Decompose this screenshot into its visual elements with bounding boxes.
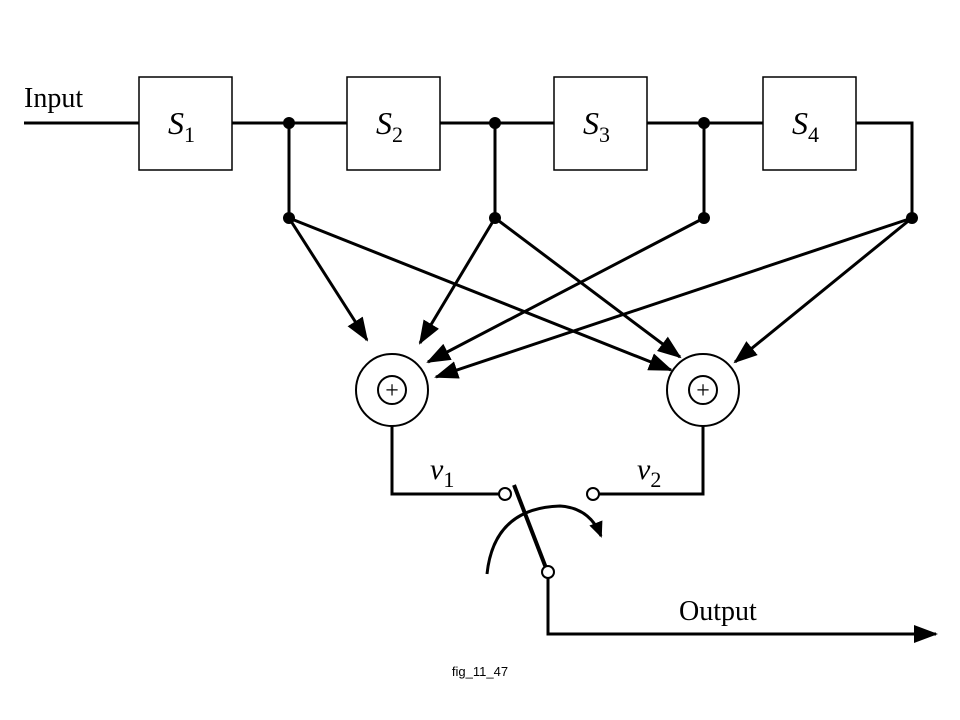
svg-text:S2: S2	[376, 105, 403, 147]
adder-symbol: +	[696, 378, 710, 404]
tap-arrows	[287, 216, 913, 379]
figure-caption: fig_11_47	[452, 664, 508, 679]
stage-s1: S1	[138, 76, 233, 171]
v1-label: v1	[430, 453, 454, 492]
commutator-switch	[485, 484, 603, 579]
stage-s4: S4	[762, 76, 857, 171]
stage-s2: S2	[346, 76, 441, 171]
stage-letter: S	[792, 105, 808, 141]
stage-s3: S3	[553, 76, 648, 171]
adder-symbol: +	[385, 378, 399, 404]
stage-letter: S	[583, 105, 599, 141]
input-label: Input	[24, 83, 83, 114]
adder-1: +	[355, 353, 429, 427]
v2-label: v2	[637, 453, 661, 492]
svg-text:S3: S3	[583, 105, 610, 147]
adder-2: +	[666, 353, 740, 427]
stage-subscript: 3	[599, 122, 610, 147]
stage-subscript: 1	[184, 122, 195, 147]
v2-wire	[599, 426, 705, 496]
stage-letter: S	[376, 105, 392, 141]
stage-subscript: 4	[808, 122, 819, 147]
svg-text:S1: S1	[168, 105, 195, 147]
v1-wire	[390, 426, 499, 496]
output-line	[546, 578, 938, 643]
svg-text:S4: S4	[792, 105, 819, 147]
stage-subscript: 2	[392, 122, 403, 147]
stage-letter: S	[168, 105, 184, 141]
output-label: Output	[679, 596, 757, 627]
